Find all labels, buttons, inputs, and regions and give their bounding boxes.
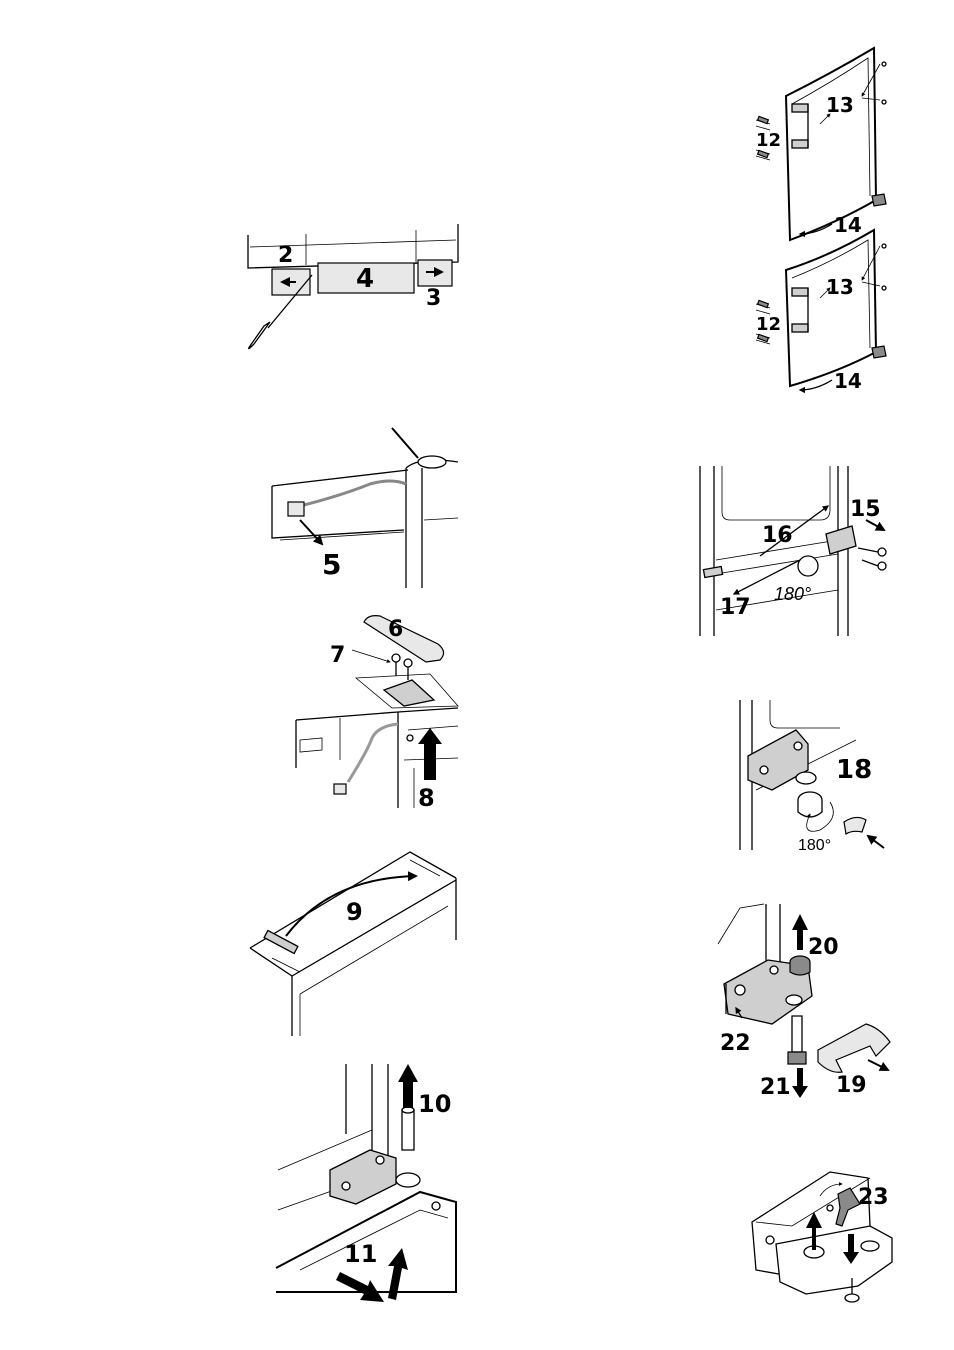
step-label-20: 20 [808, 935, 839, 960]
step-label-6: 6 [388, 617, 403, 642]
figure-bushing-rotate: 18 180° [740, 700, 884, 854]
step-label-13b: 13 [826, 275, 854, 299]
step-label-12a: 12 [756, 130, 781, 151]
figure-bottom-hinge-parts: 20 21 19 22 [718, 904, 890, 1100]
step-label-14b: 14 [834, 369, 862, 393]
step-label-23: 23 [858, 1185, 889, 1210]
step-label-17: 17 [720, 595, 751, 620]
figure-hinge-relocate: 15 16 17 180° [700, 466, 886, 636]
step-label-11: 11 [344, 1240, 377, 1268]
step-label-16: 16 [762, 523, 793, 548]
step-label-19: 19 [836, 1073, 867, 1098]
figure-door-removal: 10 11 [276, 1064, 456, 1302]
step-label-9: 9 [346, 898, 363, 926]
step-label-22: 22 [720, 1031, 751, 1056]
rotation-angle-label-2: 180° [798, 837, 831, 854]
step-label-21: 21 [760, 1075, 791, 1100]
step-label-18: 18 [836, 755, 872, 785]
figure-door-handle-bottom: 12 13 14 [756, 230, 886, 393]
step-label-5: 5 [322, 548, 341, 581]
step-label-8: 8 [418, 784, 435, 812]
figure-panel-removal: 2 4 3 [248, 224, 458, 349]
step-label-7: 7 [330, 643, 345, 668]
figure-top-hinge-cover: 6 7 8 [296, 616, 458, 812]
step-label-2: 2 [278, 243, 293, 268]
step-label-12b: 12 [756, 314, 781, 335]
rotation-angle-label-1: 180° [774, 584, 811, 604]
figure-hinge-screw: 23 [752, 1172, 892, 1302]
screw-icon [858, 548, 886, 570]
step-label-4: 4 [356, 264, 374, 294]
figure-door-handle-top: 12 13 14 [756, 48, 886, 240]
step-label-3: 3 [426, 286, 441, 311]
figure-plug-relocation: 9 [250, 852, 456, 1036]
figure-cable-disconnect: 5 [272, 428, 458, 588]
step-label-15: 15 [850, 497, 881, 522]
step-label-10: 10 [418, 1090, 451, 1118]
step-label-14a: 14 [834, 213, 862, 237]
step-label-13a: 13 [826, 93, 854, 117]
